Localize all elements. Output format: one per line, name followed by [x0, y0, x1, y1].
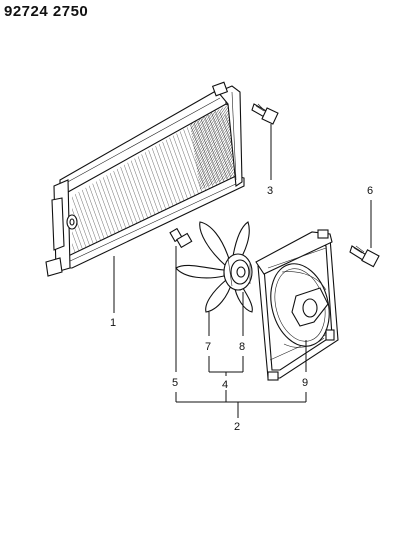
bolt-5 [169, 227, 193, 249]
callout-3: 3 [267, 185, 273, 197]
fan-blade [175, 264, 225, 279]
callout-8: 8 [239, 341, 245, 353]
callout-4: 4 [222, 379, 228, 391]
callout-7: 7 [205, 341, 211, 353]
callout-9: 9 [302, 377, 308, 389]
leader-lines [113, 124, 372, 418]
bolt-3 [251, 103, 279, 125]
radiator-fins [72, 110, 232, 254]
callout-5: 5 [172, 377, 178, 389]
radiator-right-tank [217, 85, 243, 187]
fan-blade [205, 279, 233, 313]
bolt-6 [349, 245, 380, 268]
radiator [45, 81, 245, 277]
fan-shroud [255, 229, 339, 381]
fan-blade [199, 221, 231, 267]
radiator-fins-shaded [190, 104, 234, 190]
callout-6: 6 [367, 185, 373, 197]
callout-1: 1 [110, 317, 116, 329]
diagram-code: 92724 2750 [4, 3, 89, 20]
callout-2: 2 [234, 421, 240, 433]
